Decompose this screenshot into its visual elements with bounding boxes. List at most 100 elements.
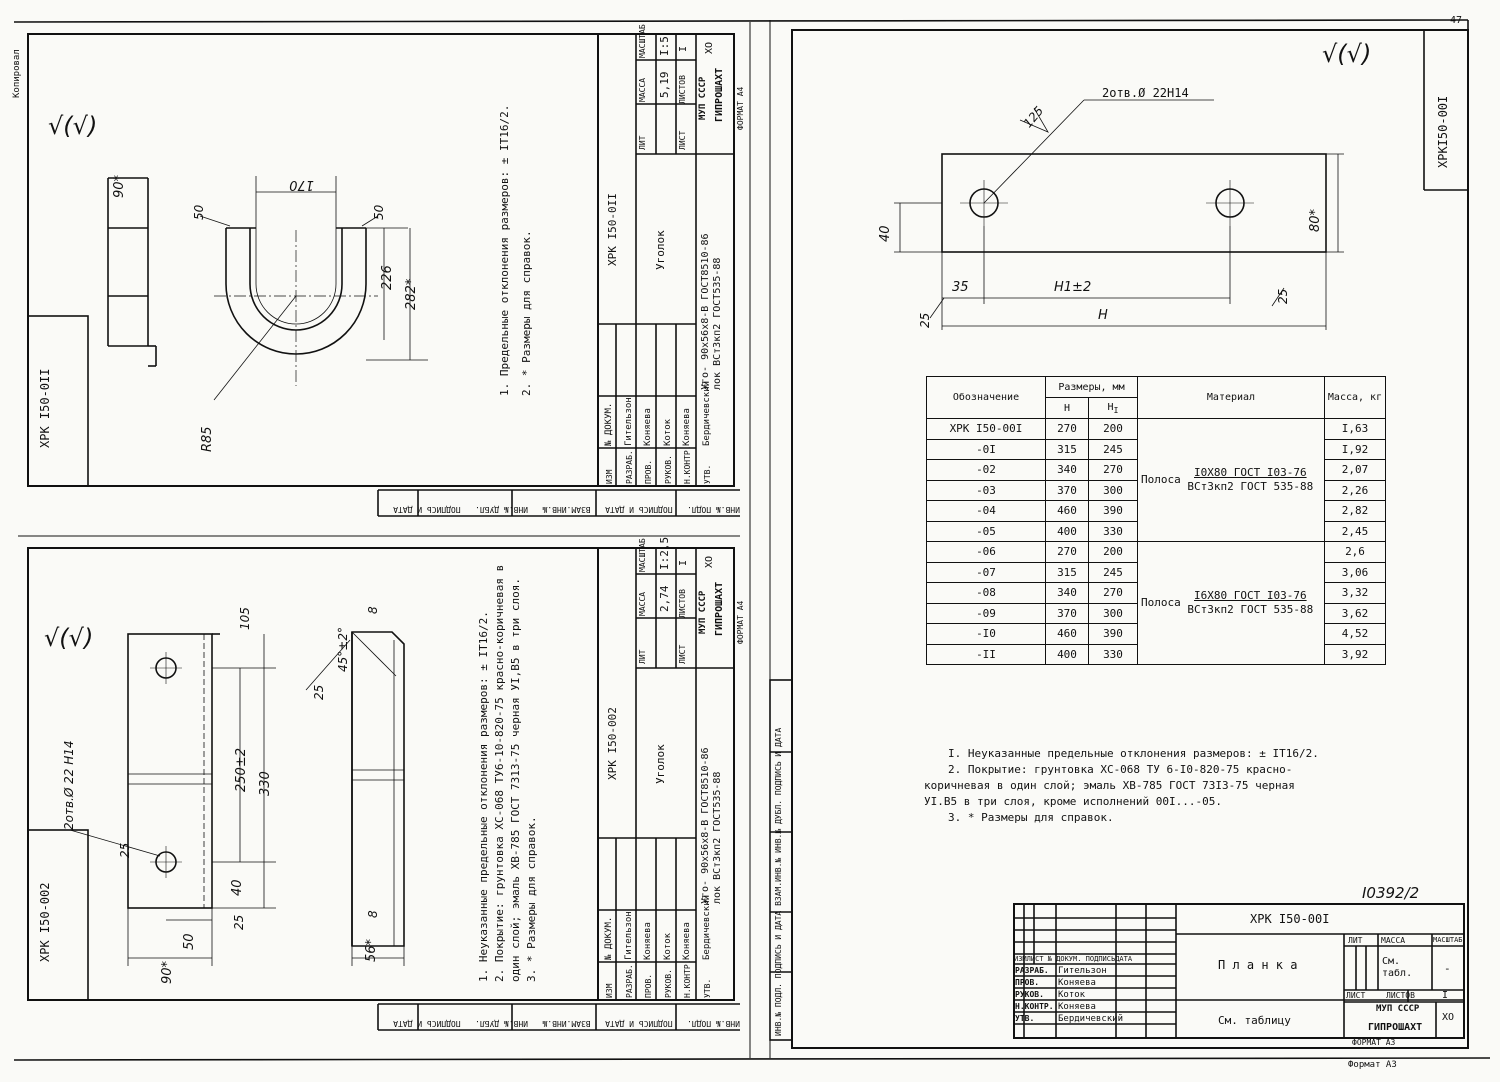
col-h1-letter: Н [1107, 401, 1114, 413]
tb-code: ХРК I50-00I [1250, 912, 1330, 926]
code-side-002: ХРК I50-002 [38, 882, 52, 962]
notes-011: 1. Предельные отклонения размеров: ± IT1… [494, 105, 538, 396]
roughness-mark-011: √(√) [48, 112, 98, 140]
row-h: 370 [1045, 602, 1089, 624]
tb011-role-2: ПРОВ. [644, 459, 653, 484]
tb011-names: № ДОКУМ. Гительзон Коняева Коток Коняева… [600, 381, 717, 446]
note-r-3: коричневая в один слой; эмаль ХВ-785 ГОС… [924, 779, 1295, 792]
tb-org2: ГИПРОШАХТ [1368, 1022, 1423, 1033]
tb011-role-5: УТВ. [702, 464, 712, 484]
col-h1: НI [1088, 397, 1138, 419]
note-011-1: 1. Предельные отклонения размеров: ± IT1… [498, 104, 511, 396]
tb-name-3: Коток [1058, 990, 1086, 1000]
note-002-3: один слой; эмаль ХВ-785 ГОСТ 7313-75 чер… [509, 578, 522, 982]
tb-sheets-label: ЛИСТОВ [1386, 991, 1415, 1000]
hole-label-002: 2отв.Ø 22 Н14 [62, 740, 76, 831]
tb002-material1: Уго- 90х56х8-В ГОСТ8510-86 [700, 747, 711, 904]
dim-50-right: 50 [372, 204, 386, 220]
versions-table: Обозначение Размеры, мм Материал Масса, … [926, 376, 1386, 665]
tb011-role-1: РАЗРАБ. [624, 450, 634, 484]
strip-011-2: ПОДПИСЬ И ДАТА [605, 505, 673, 514]
tb002-name-3: Коток [662, 932, 673, 960]
plate-drawing [894, 99, 1344, 330]
tb011-format: ФОРМАТ А4 [736, 86, 745, 130]
tb-h-sign: ПОДПИСЬ [1085, 955, 1116, 963]
dim-25-right: 25 [1276, 288, 1290, 304]
notes-002: 1. Неуказанные предельные отклонения раз… [476, 565, 540, 982]
tb002-org2: ГИПРОШАХТ [714, 581, 725, 636]
tb-org3: ХО [1442, 1012, 1455, 1023]
roughness-mark-002: √(√) [44, 624, 94, 652]
tb-role-4: Н.КОНТР. [1015, 1002, 1054, 1011]
tb002-mass: 2,74 [658, 585, 671, 613]
dim-50-left: 50 [192, 204, 206, 220]
row-mass: I,92 [1324, 438, 1386, 460]
tb-h-date: ДАТА [1115, 955, 1133, 963]
tb-role-3: РУКОВ. [1015, 990, 1044, 999]
row-h1: 270 [1088, 459, 1138, 481]
strip-002-3: ВЗАМ.ИНВ.№ [542, 1019, 591, 1028]
note-002-2: 2. Покрытие: грунтовка ХС-068 ТУ6-10-820… [493, 564, 506, 982]
tb-name: П л а н к а [1218, 958, 1298, 972]
tb002-name: Уголок [654, 744, 667, 784]
col-designation: Обозначение [926, 376, 1046, 419]
row-designation: -I0 [926, 623, 1046, 645]
dim-90-002: 90* [160, 960, 175, 984]
tb002-org3: ХО [704, 555, 715, 568]
row-designation: -02 [926, 459, 1046, 481]
dim-25-left: 25 [918, 312, 932, 328]
tb002-role-1: РАЗРАБ. [624, 964, 634, 998]
strip-002-2: ПОДПИСЬ И ДАТА [605, 1019, 673, 1028]
row-mass: 2,26 [1324, 479, 1386, 501]
dim-226: 226 [380, 265, 395, 290]
dim-25-a: 25 [118, 842, 132, 858]
col-mass: Масса, кг [1324, 376, 1386, 419]
copied-label: Копировал [12, 49, 22, 98]
row-h1: 200 [1088, 541, 1138, 563]
tb-scale: - [1444, 962, 1451, 975]
row-h: 315 [1045, 561, 1089, 583]
row-h1: 245 [1088, 561, 1138, 583]
mat1-bottom: ВСт3кп2 ГОСТ 535-88 [1187, 480, 1314, 493]
tb011-name-1: Гительзон [623, 397, 634, 446]
doc-number: I0392/2 [1362, 884, 1420, 902]
tb-role-1: РАЗРАБ. [1015, 966, 1049, 975]
row-h: 460 [1045, 623, 1089, 645]
material-group-1: Полоса I0Х80 ГОСТ I03-76 ВСт3кп2 ГОСТ 53… [1137, 418, 1325, 542]
strip-002-1: ИНВ.№ ПОДЛ. [687, 1019, 740, 1028]
row-h1: 200 [1088, 418, 1138, 440]
row-mass: 2,6 [1324, 541, 1386, 563]
note-r-4: УI.В5 в три слоя, кроме исполнений 00I..… [924, 795, 1223, 808]
mat2-prefix: Полоса [1141, 596, 1181, 609]
row-designation: -0I [926, 438, 1046, 460]
tb011-name: Уголок [654, 230, 667, 270]
tb002-sheet-label: ЛИСТ [678, 644, 687, 664]
hole-label-right: 2отв.Ø 22Н14 [1102, 86, 1189, 100]
tb-header-row: ИЗМЛИСТ № ДОКУМ. ПОДПИСЬДАТА [1014, 955, 1132, 963]
dim-r85: R85 [200, 426, 215, 452]
tb011-lit-label: ЛИТ [638, 135, 647, 150]
tb002-name-4: Коняева [682, 922, 692, 960]
angle-002-drawing [69, 631, 405, 966]
tb011-org1: МУП СССР [698, 76, 708, 120]
note-r-5: 3. * Размеры для справок. [948, 811, 1114, 824]
tb-scale-label: МАСШТАБ [1433, 936, 1463, 944]
strip-011-1: ИНВ.№ ПОДЛ. [687, 505, 740, 514]
tb002-format: ФОРМАТ А4 [736, 600, 745, 644]
row-mass: 2,82 [1324, 500, 1386, 522]
dim-105: 105 [238, 607, 252, 630]
tb-lit-label: ЛИТ [1348, 936, 1363, 945]
note-r-2: 2. Покрытие: грунтовка ХС-068 ТУ 6-I0-82… [948, 763, 1293, 776]
tb002-hdr: ИЗМ [605, 983, 614, 998]
dim-h1: Н1±2 [1054, 280, 1092, 295]
row-h: 315 [1045, 438, 1089, 460]
tb-names: Гительзон Коняева Коток Коняева Бердичев… [1058, 965, 1123, 1025]
dim-25-c: 25 [312, 684, 326, 700]
